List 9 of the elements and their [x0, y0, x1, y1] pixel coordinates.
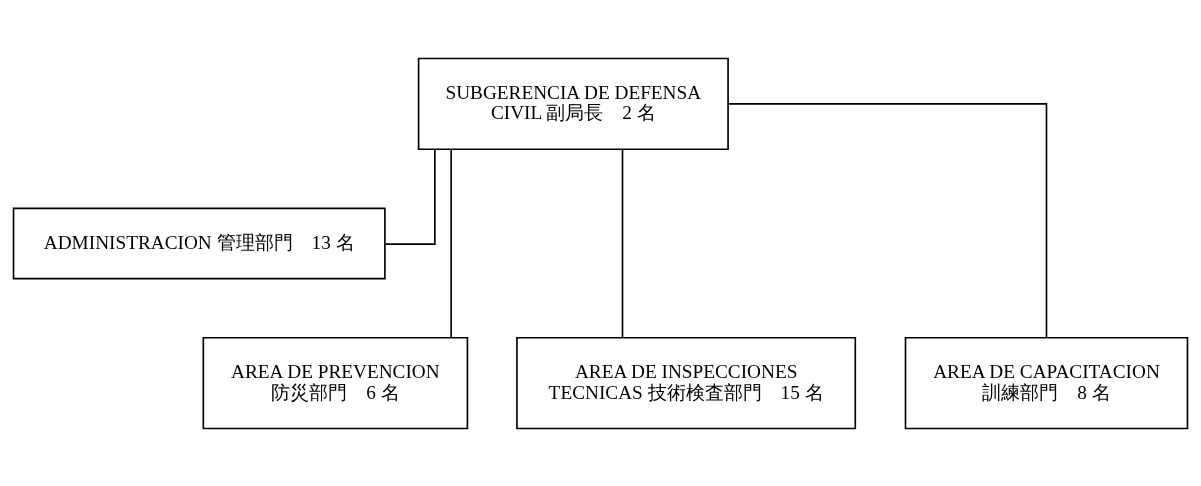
- node-box: AREA DE CAPACITACION 訓練部門 8 名: [904, 336, 1189, 429]
- connector: [384, 148, 436, 245]
- node-box: SUBGERENCIA DE DEFENSA CIVIL 副局長 2 名: [417, 57, 729, 150]
- connector: [727, 102, 1048, 338]
- node-box: AREA DE PREVENCION 防災部門 6 名: [202, 336, 469, 429]
- node-box: AREA DE INSPECCIONES TECNICAS 技術検査部門 15 名: [516, 336, 857, 429]
- connector: [621, 148, 624, 338]
- connector: [450, 148, 452, 338]
- node-box: ADMINISTRACION 管理部門 13 名: [12, 207, 386, 279]
